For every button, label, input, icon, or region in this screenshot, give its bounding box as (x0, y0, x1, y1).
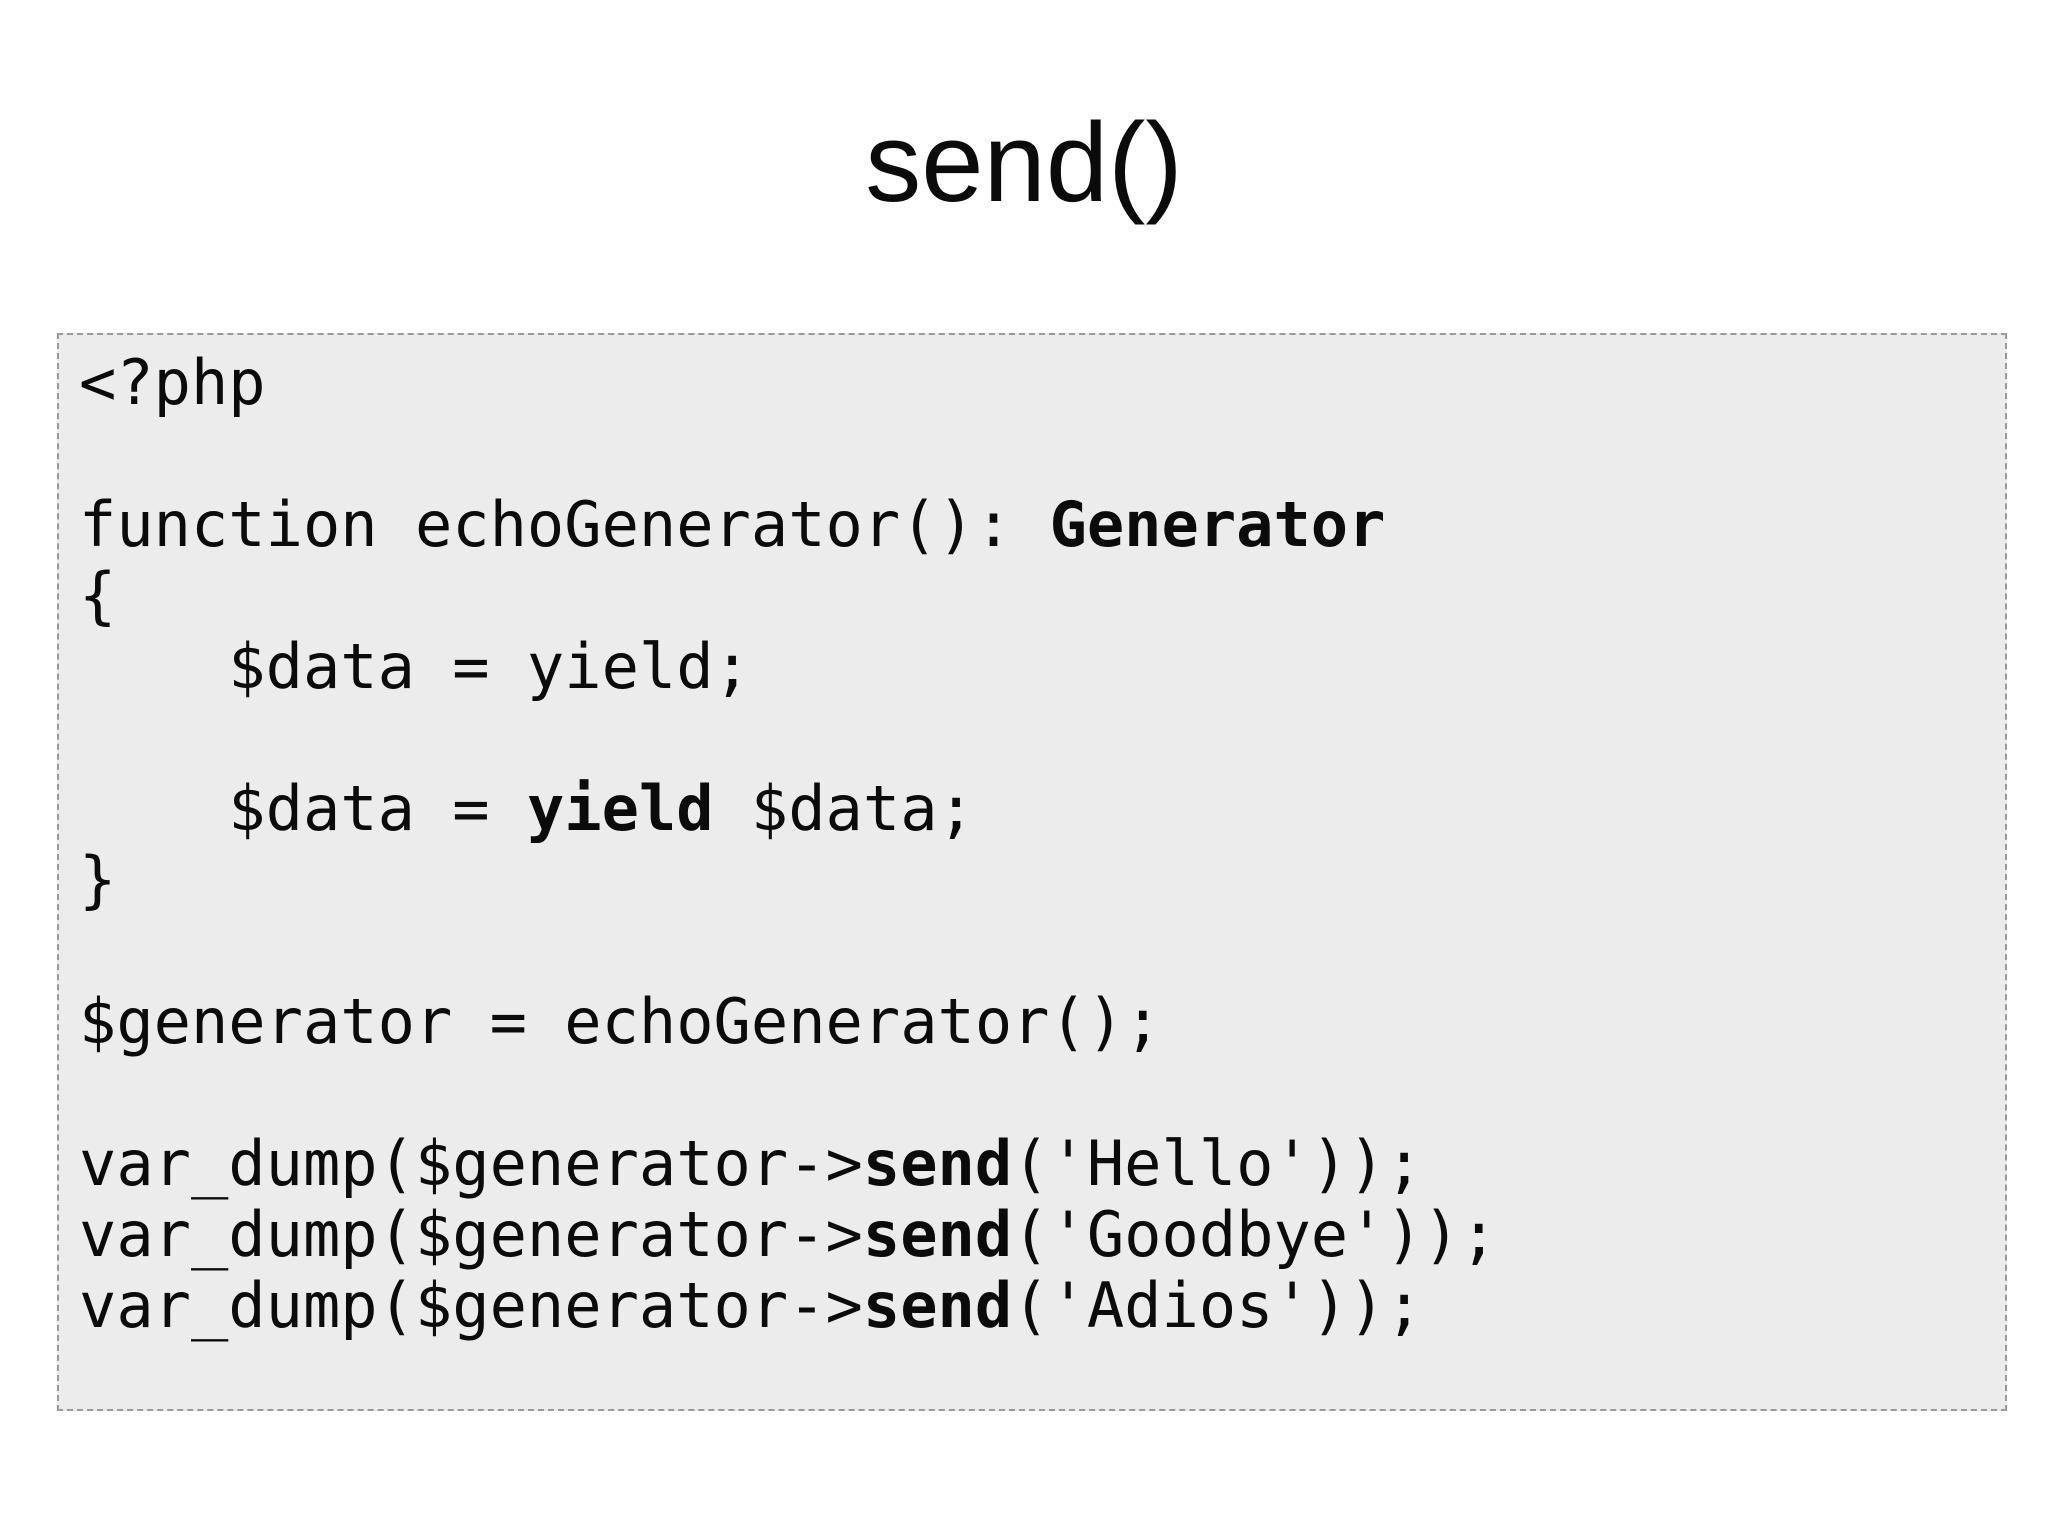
code-line (79, 1057, 1977, 1128)
code-line: $generator = echoGenerator(); (79, 986, 1977, 1057)
code-text: function echoGenerator(): (79, 488, 1050, 561)
code-keyword: Generator (1049, 488, 1386, 561)
code-text: } (79, 843, 117, 916)
code-text: { (79, 559, 117, 632)
code-keyword: send (862, 1269, 1013, 1342)
code-text: <?php (79, 346, 266, 419)
code-line: function echoGenerator(): Generator (79, 489, 1977, 560)
code-line: <?php (79, 347, 1977, 418)
code-text: ('Adios')); (1012, 1269, 1423, 1342)
code-text: $generator = echoGenerator(); (79, 985, 1162, 1058)
code-text: $data; (713, 772, 975, 845)
code-text: var_dump($generator-> (79, 1198, 863, 1271)
code-line: } (79, 844, 1977, 915)
code-line (79, 702, 1977, 773)
slide-title: send() (865, 100, 1183, 225)
code-text: ('Goodbye')); (1012, 1198, 1498, 1271)
code-text: var_dump($generator-> (79, 1127, 863, 1200)
code-line: var_dump($generator->send('Hello')); (79, 1128, 1977, 1199)
code-line (79, 915, 1977, 986)
code-line: $data = yield; (79, 631, 1977, 702)
code-text: $data = (79, 772, 527, 845)
code-line: var_dump($generator->send('Goodbye')); (79, 1199, 1977, 1270)
code-line: { (79, 560, 1977, 631)
code-line (79, 418, 1977, 489)
code-keyword: send (862, 1127, 1013, 1200)
code-line: $data = yield $data; (79, 773, 1977, 844)
code-keyword: send (862, 1198, 1013, 1271)
code-block: <?php function echoGenerator(): Generato… (57, 333, 2007, 1411)
code-text: ('Hello')); (1012, 1127, 1423, 1200)
code-keyword: yield (526, 772, 714, 845)
code-text: $data = yield; (79, 630, 751, 703)
code-text: var_dump($generator-> (79, 1269, 863, 1342)
code-line: var_dump($generator->send('Adios')); (79, 1270, 1977, 1341)
